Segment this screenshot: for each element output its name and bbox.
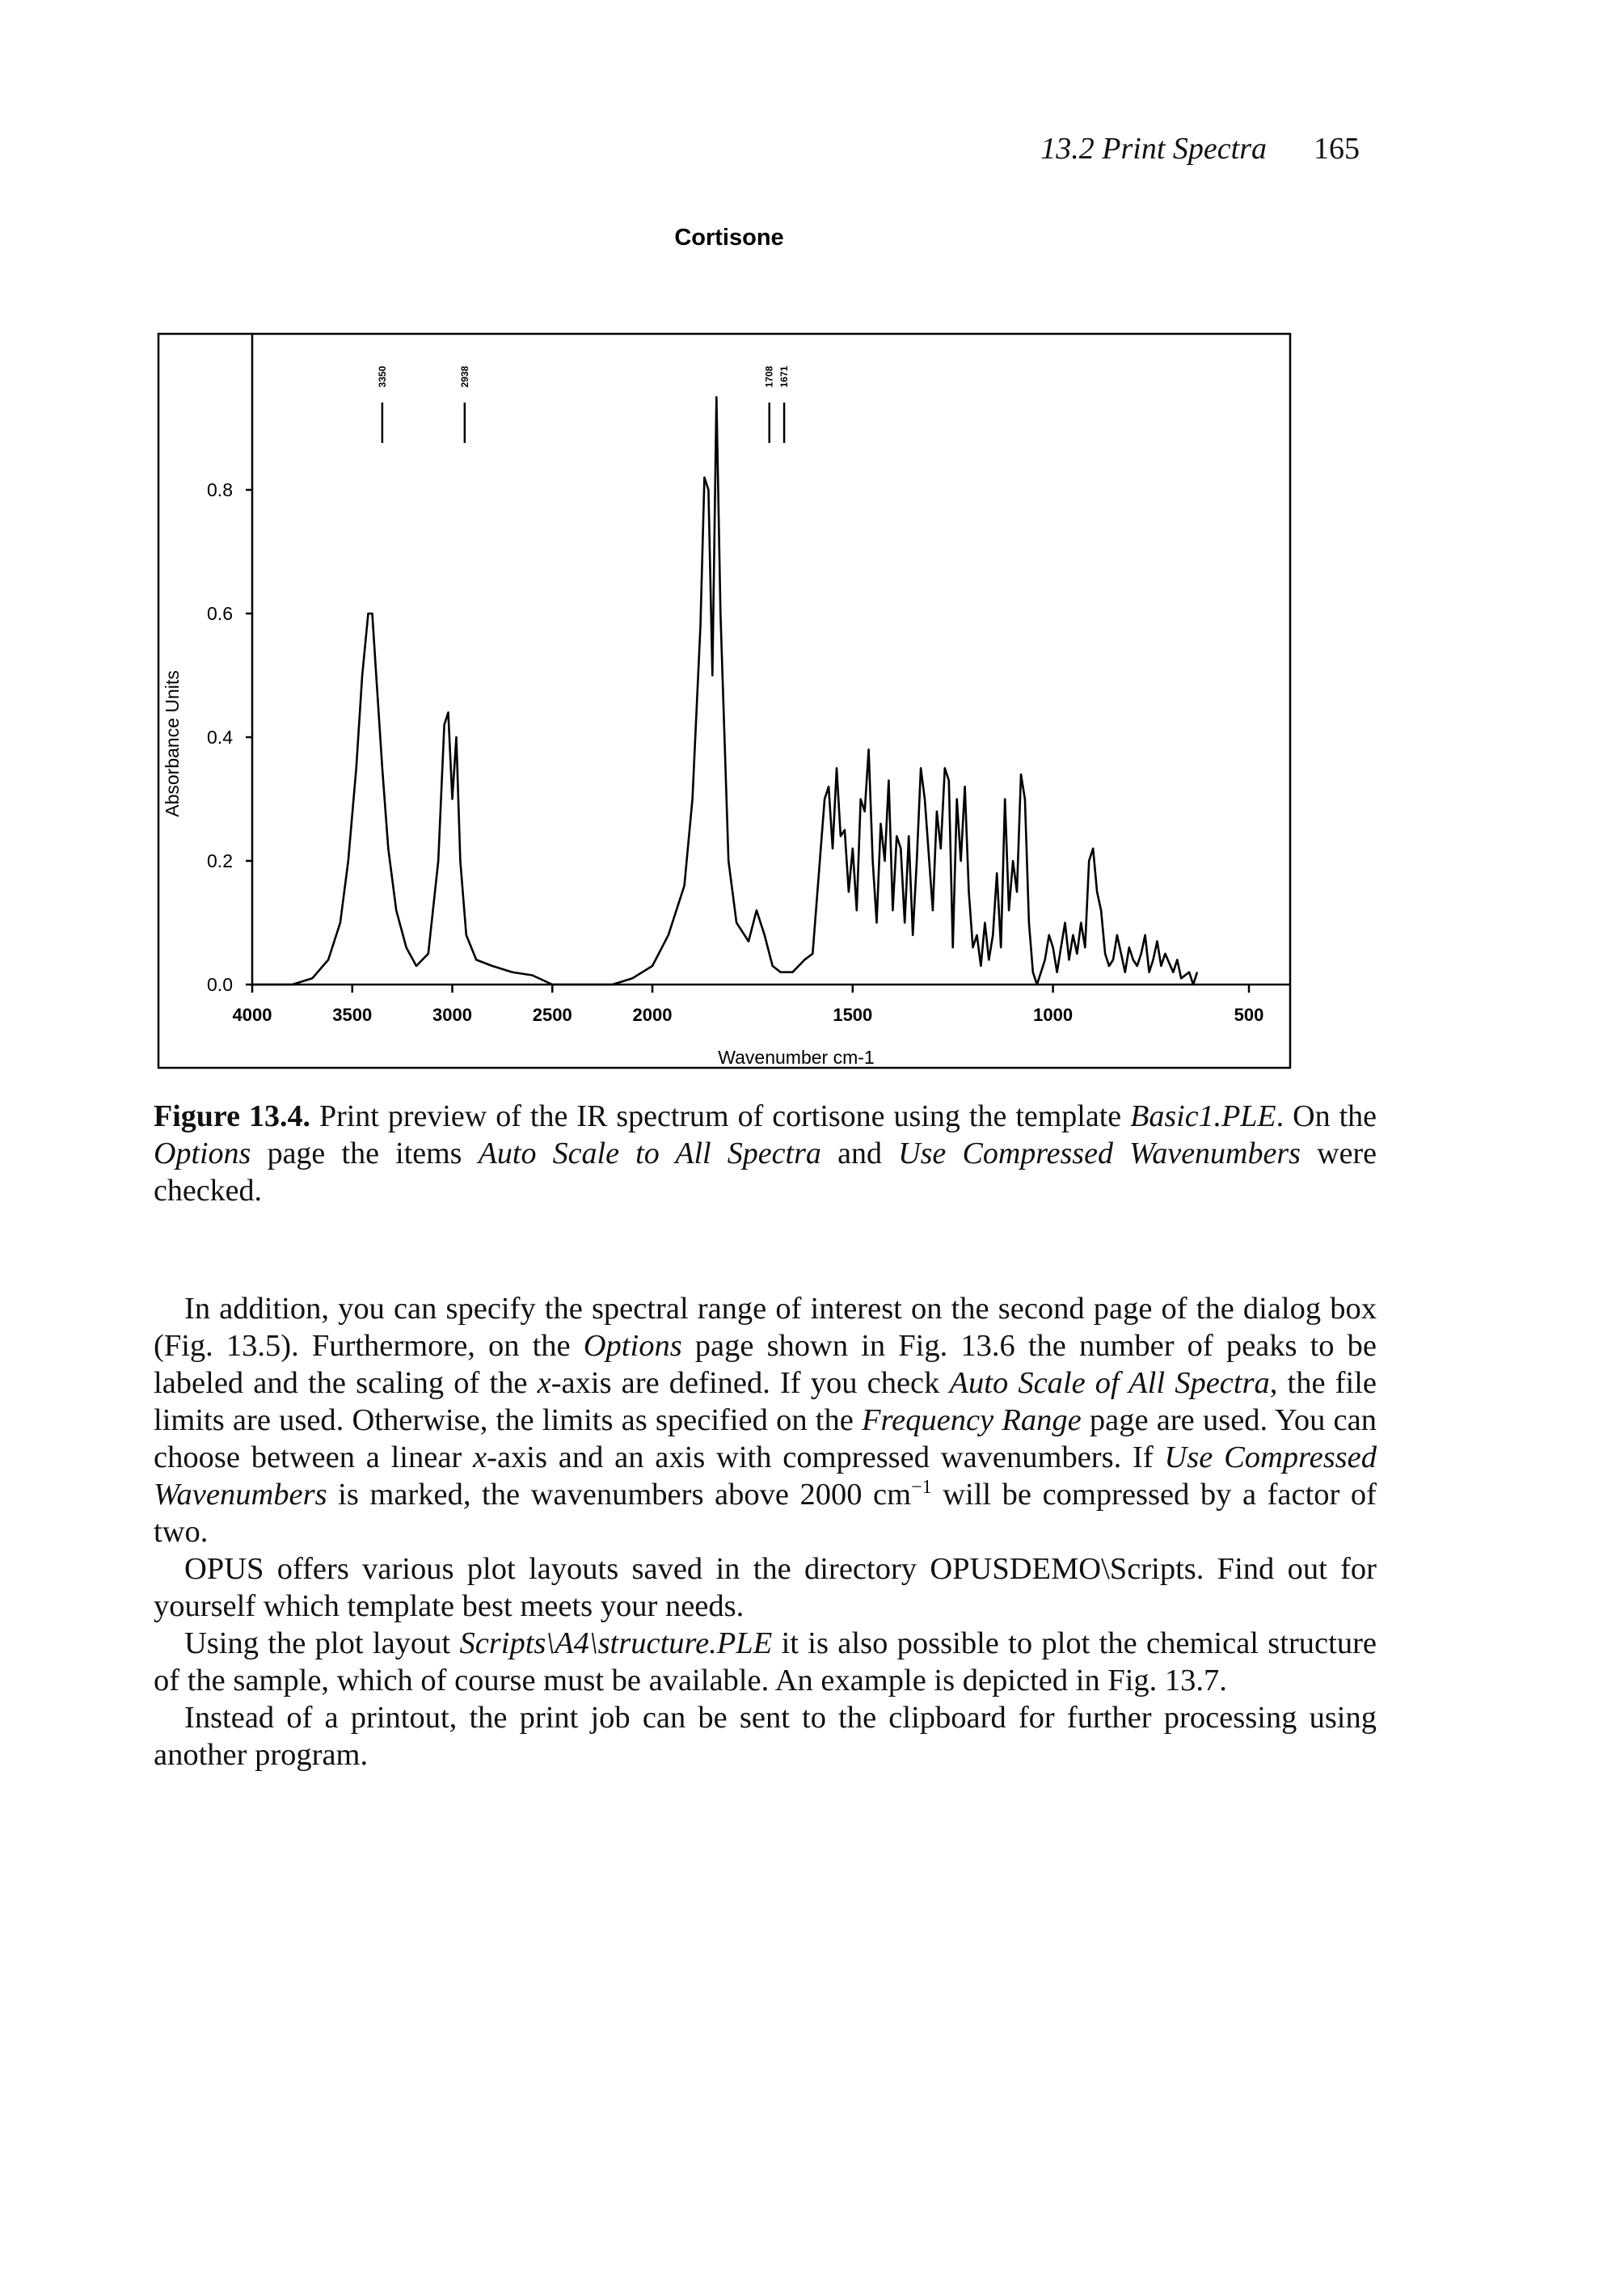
chart-title: Cortisone — [674, 225, 783, 251]
peak-label-text: 1708 — [764, 365, 775, 387]
italic-term: x — [537, 1366, 551, 1400]
peak-label: 1708 — [764, 365, 775, 443]
text-run: OPUS offers various plot layouts saved i… — [154, 1552, 1377, 1623]
x-tick-label: 500 — [1234, 1005, 1264, 1025]
text-run: it is also possible to plot the chemical… — [154, 1626, 1377, 1697]
caption-text-run: were checked. — [154, 1137, 1377, 1208]
italic-term: Options — [583, 1329, 682, 1363]
body-paragraph: Instead of a printout, the print job can… — [154, 1699, 1377, 1773]
peak-label: 2938 — [459, 365, 470, 443]
chart-frame — [157, 332, 1292, 1069]
text-run: -axis are defined. If you check — [550, 1366, 950, 1400]
text-run: Instead of a printout, the print job can… — [154, 1701, 1377, 1772]
text-run: , the file limits are used. Otherwise, t… — [154, 1366, 1377, 1437]
x-tick-label: 3500 — [332, 1005, 372, 1025]
italic-term: Use Compressed Wavenumbers — [154, 1440, 1377, 1512]
caption-italic-term: Basic1.PLE — [1130, 1099, 1276, 1133]
y-tick-label: 0.6 — [207, 603, 233, 624]
x-tick-label: 2000 — [633, 1005, 673, 1025]
chart-axes: 0.0 0.2 0.4 0.6 0.8 4000 3500 3000 2500 2000 1500 1… — [207, 334, 1290, 1025]
peak-label: 1671 — [778, 365, 790, 443]
caption-text-run: . On the — [1276, 1099, 1377, 1133]
body-paragraph: Using the plot layout Scripts\A4\structu… — [154, 1625, 1377, 1699]
text-run: page are used. You can choose between a … — [154, 1403, 1377, 1474]
italic-term: Scripts\A4\structure.PLE — [459, 1626, 773, 1660]
x-tick-label: 3000 — [432, 1005, 472, 1025]
x-tick-label: 1500 — [833, 1005, 872, 1025]
caption-text-run: page the items — [251, 1137, 479, 1170]
y-tick-label: 0.2 — [207, 850, 233, 871]
caption-text-run: and — [820, 1137, 899, 1170]
x-tick-label: 2500 — [533, 1005, 572, 1025]
ir-spectrum-chart: Cortisone 0.0 0.2 0.4 0.6 0.8 4000 3500 3000 250… — [157, 225, 1292, 1069]
body-text: In addition, you can specify the spectra… — [154, 1290, 1377, 1773]
text-run: is marked, the wavenumbers above 2000 cm — [327, 1478, 912, 1512]
body-paragraph: OPUS offers various plot layouts saved i… — [154, 1550, 1377, 1625]
caption-text-run: Print preview of the IR spectrum of cort… — [310, 1099, 1131, 1133]
caption-italic-term: Use Compressed Wavenumbers — [898, 1137, 1301, 1170]
caption-italic-term: Options — [154, 1137, 251, 1170]
italic-term: x — [473, 1440, 487, 1474]
peak-label-text: 3350 — [377, 365, 388, 387]
x-tick-label: 4000 — [233, 1005, 272, 1025]
caption-italic-term: Auto Scale to All Spectra — [478, 1137, 821, 1170]
y-tick-label: 0.0 — [207, 974, 233, 995]
x-axis-label: Wavenumber cm-1 — [718, 1047, 874, 1068]
y-tick-label: 0.8 — [207, 479, 233, 500]
figure-caption-text: Print preview of the IR spectrum of cort… — [154, 1099, 1377, 1208]
peak-label-text: 1671 — [778, 365, 790, 387]
page-number: 165 — [1314, 132, 1360, 166]
running-head-section: 13.2 Print Spectra — [1040, 132, 1267, 166]
superscript: −1 — [911, 1477, 932, 1498]
text-run: In addition, you can specify the spectra… — [154, 1292, 1377, 1363]
text-run: page shown in Fig. 13.6 the number of pe… — [154, 1329, 1377, 1400]
text-run: will be compressed by a factor of two. — [154, 1478, 1377, 1549]
italic-term: Auto Scale of All Spectra — [949, 1366, 1270, 1400]
figure-caption: Figure 13.4. Print preview of the IR spe… — [154, 1098, 1377, 1209]
x-tick-label: 1000 — [1033, 1005, 1073, 1025]
y-tick-label: 0.4 — [207, 727, 233, 748]
peak-label-text: 2938 — [459, 365, 470, 387]
y-axis-label: Absorbance Units — [162, 670, 183, 817]
figure-caption-label: Figure 13.4. — [154, 1099, 310, 1133]
spectrum-line — [252, 396, 1199, 986]
text-run: Using the plot layout — [184, 1626, 460, 1660]
peak-label: 3350 — [377, 365, 388, 443]
italic-term: Frequency Range — [861, 1403, 1082, 1437]
body-paragraph: In addition, you can specify the spectra… — [154, 1290, 1377, 1550]
running-head: 13.2 Print Spectra 165 — [1040, 131, 1360, 167]
text-run: -axis and an axis with compressed wavenu… — [487, 1440, 1165, 1474]
